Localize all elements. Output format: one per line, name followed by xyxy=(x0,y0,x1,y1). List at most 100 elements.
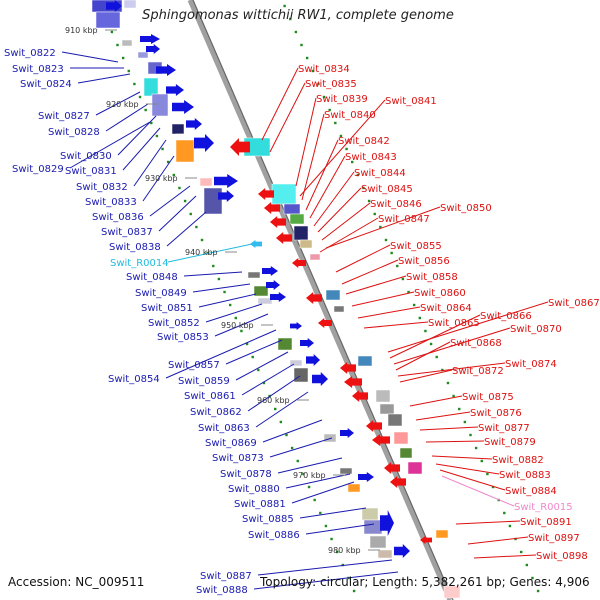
gene-arrow-reverse[interactable] xyxy=(270,216,286,228)
gene-label[interactable]: Swit_0872 xyxy=(452,366,504,377)
gene-label[interactable]: Swit_0883 xyxy=(499,470,551,481)
gene-arrow-forward[interactable] xyxy=(166,84,184,96)
gene-label[interactable]: Swit_0861 xyxy=(184,391,236,402)
gene-label[interactable]: Swit_0845 xyxy=(361,184,413,195)
gene-arrow-forward[interactable] xyxy=(270,292,286,302)
gene-label[interactable]: Swit_0863 xyxy=(198,423,250,434)
gene-label[interactable]: Swit_0897 xyxy=(528,533,580,544)
gene-label[interactable]: Swit_0880 xyxy=(228,484,280,495)
gene-arrow-forward[interactable] xyxy=(172,100,194,114)
gene-arrow-reverse[interactable] xyxy=(276,232,292,244)
gene-label[interactable]: Swit_0828 xyxy=(48,127,100,138)
gene-label[interactable]: Swit_0854 xyxy=(108,374,160,385)
gene-arrow-reverse[interactable] xyxy=(318,318,332,328)
gene-label[interactable]: Swit_0850 xyxy=(440,203,492,214)
gene-arrow-forward[interactable] xyxy=(140,34,160,44)
gene-arrow-forward[interactable] xyxy=(214,174,238,188)
gene-arrow-reverse[interactable] xyxy=(352,390,368,402)
gene-label[interactable]: Swit_0876 xyxy=(470,408,522,419)
gene-arrow-forward[interactable] xyxy=(312,372,328,386)
gene-label[interactable]: Swit_0868 xyxy=(450,338,502,349)
gene-label[interactable]: Swit_0882 xyxy=(492,455,544,466)
gene-label[interactable]: Swit_0830 xyxy=(60,151,112,162)
gene-arrow-reverse[interactable] xyxy=(258,188,274,200)
gene-arrow-reverse[interactable] xyxy=(340,362,356,374)
gene-label[interactable]: Swit_0865 xyxy=(428,318,480,329)
gene-arrow-reverse[interactable] xyxy=(372,434,390,446)
gene-arrow-reverse[interactable] xyxy=(292,258,306,268)
gene-label[interactable]: Swit_0869 xyxy=(205,438,257,449)
gene-arrow-forward[interactable] xyxy=(106,0,122,12)
gene-arrow-forward[interactable] xyxy=(266,280,280,290)
gene-label[interactable]: Swit_0870 xyxy=(510,324,562,335)
gene-arrow-forward[interactable] xyxy=(358,472,374,482)
gene-arrow-forward[interactable] xyxy=(194,134,214,152)
gene-label[interactable]: Swit_0885 xyxy=(242,514,294,525)
gene-label[interactable]: Swit_0835 xyxy=(305,79,357,90)
gene-label[interactable]: Swit_0841 xyxy=(385,96,437,107)
gene-label[interactable]: Swit_0843 xyxy=(345,152,397,163)
gene-label[interactable]: Swit_0847 xyxy=(378,214,430,225)
gene-label[interactable]: Swit_0836 xyxy=(92,212,144,223)
gene-label[interactable]: Swit_0875 xyxy=(462,392,514,403)
gene-label[interactable]: Swit_0858 xyxy=(406,272,458,283)
gene-label[interactable]: Swit_0849 xyxy=(135,288,187,299)
gene-arrow-reverse[interactable] xyxy=(230,138,250,156)
gene-label[interactable]: Swit_0823 xyxy=(12,64,64,75)
gene-arrow-reverse[interactable] xyxy=(250,240,262,248)
gene-label[interactable]: Swit_0827 xyxy=(38,111,90,122)
gene-arrow-forward[interactable] xyxy=(262,266,278,276)
gene-arrow-reverse[interactable] xyxy=(306,292,322,304)
gene-label[interactable]: Swit_0886 xyxy=(248,530,300,541)
gene-label[interactable]: Swit_0824 xyxy=(20,79,72,90)
gene-label[interactable]: Swit_0829 xyxy=(12,164,64,175)
gene-label[interactable]: Swit_0832 xyxy=(76,182,128,193)
gene-arrow-forward[interactable] xyxy=(146,44,160,54)
gene-label[interactable]: Swit_0867 xyxy=(548,298,600,309)
gene-label[interactable]: Swit_0822 xyxy=(4,48,56,59)
gene-label[interactable]: Swit_0859 xyxy=(178,376,230,387)
gene-label[interactable]: Swit_0846 xyxy=(370,199,422,210)
gene-arrow-reverse[interactable] xyxy=(384,462,400,474)
gene-arrow-forward[interactable] xyxy=(306,354,320,366)
gene-label[interactable]: Swit_0833 xyxy=(85,197,137,208)
gene-arrow-forward[interactable] xyxy=(394,544,410,558)
gene-label[interactable]: Swit_0874 xyxy=(505,359,557,370)
gene-label[interactable]: Swit_0888 xyxy=(196,585,248,596)
gene-label[interactable]: Swit_0860 xyxy=(414,288,466,299)
gene-arrow-forward[interactable] xyxy=(380,510,394,536)
gene-label[interactable]: Swit_0855 xyxy=(390,241,442,252)
gene-label[interactable]: Swit_0898 xyxy=(536,551,588,562)
gene-label[interactable]: Swit_0866 xyxy=(480,311,532,322)
gene-label[interactable]: Swit_0877 xyxy=(478,423,530,434)
gene-label[interactable]: Swit_0840 xyxy=(324,110,376,121)
gene-label[interactable]: Swit_0837 xyxy=(101,227,153,238)
gene-arrow-reverse[interactable] xyxy=(344,376,362,388)
gene-label[interactable]: Swit_0842 xyxy=(338,136,390,147)
gene-label[interactable]: Swit_0831 xyxy=(65,166,117,177)
gene-label[interactable]: Swit_0879 xyxy=(484,437,536,448)
gene-arrow-forward[interactable] xyxy=(156,64,176,76)
gene-label[interactable]: Swit_0839 xyxy=(316,94,368,105)
gene-label[interactable]: Swit_0852 xyxy=(148,318,200,329)
gene-label[interactable]: Swit_0834 xyxy=(298,64,350,75)
gene-label[interactable]: Swit_R0015 xyxy=(514,502,573,513)
gene-arrow-reverse[interactable] xyxy=(366,420,382,432)
gene-label[interactable]: Swit_0838 xyxy=(109,242,161,253)
gene-label[interactable]: Swit_0856 xyxy=(398,256,450,267)
gene-label[interactable]: Swit_0844 xyxy=(354,168,406,179)
gene-arrow-forward[interactable] xyxy=(300,338,314,348)
gene-arrow-reverse[interactable] xyxy=(390,476,406,488)
gene-label[interactable]: Swit_0878 xyxy=(220,469,272,480)
gene-arrow-reverse[interactable] xyxy=(264,202,280,214)
gene-label[interactable]: Swit_0848 xyxy=(126,272,178,283)
gene-label[interactable]: Swit_0851 xyxy=(141,303,193,314)
gene-label[interactable]: Swit_0853 xyxy=(157,332,209,343)
gene-arrow-forward[interactable] xyxy=(290,322,302,330)
gene-arrow-forward[interactable] xyxy=(186,118,202,130)
gene-arrow-reverse[interactable] xyxy=(420,536,432,544)
gene-label[interactable]: Swit_0862 xyxy=(190,407,242,418)
gene-label[interactable]: Swit_0864 xyxy=(420,303,472,314)
gene-arrow-forward[interactable] xyxy=(218,190,234,202)
gene-label[interactable]: Swit_0881 xyxy=(234,499,286,510)
